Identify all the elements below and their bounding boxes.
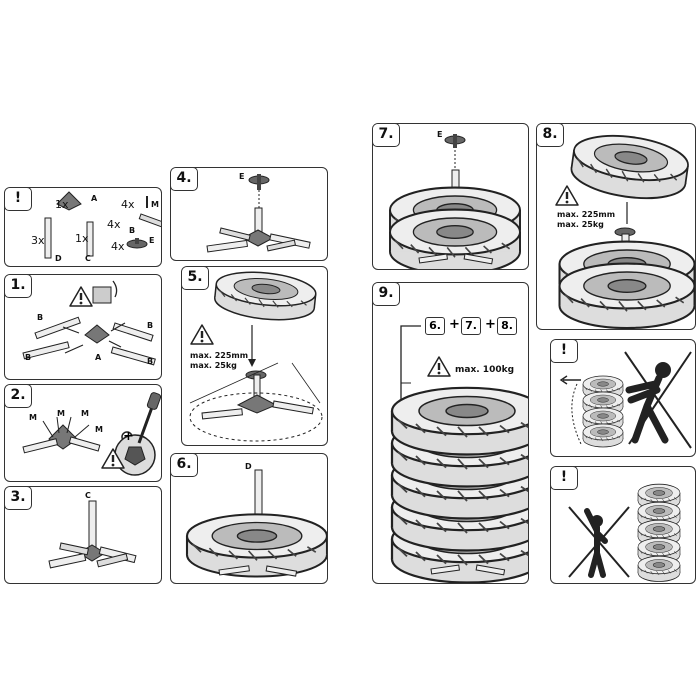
tire-icon xyxy=(388,208,522,269)
part-label: D xyxy=(55,254,62,263)
tire-icon xyxy=(212,267,319,325)
tire-icon xyxy=(558,262,695,329)
part-label: M xyxy=(151,200,159,209)
step-7-panel: 7. E xyxy=(372,123,529,270)
step-1-panel: 1. B B B A B xyxy=(4,274,162,380)
part-label-b: B xyxy=(147,357,154,366)
cross-out-icon xyxy=(624,351,692,449)
step-1-illustration xyxy=(22,280,156,366)
step-9-illustration xyxy=(390,325,528,583)
part-qty: 4x xyxy=(107,218,121,231)
tire-icon xyxy=(185,513,327,578)
part-qty: 1x xyxy=(55,198,69,211)
step-4-panel: 4. E xyxy=(170,167,328,261)
cross-out-icon xyxy=(568,506,630,578)
warning-children-illustration xyxy=(568,483,681,582)
step-8-illustration xyxy=(555,128,695,329)
sequence-step-8: 8. xyxy=(497,317,517,335)
part-qty: 4x xyxy=(111,240,125,253)
max-load-text: max. 225mm max. 25kg xyxy=(557,210,616,229)
step-2-panel: 2. M M M M + xyxy=(4,384,162,482)
step-badge: 9. xyxy=(373,283,400,306)
part-qty: 1x xyxy=(75,232,89,245)
part-label-c: C xyxy=(85,491,91,500)
max-load-text: max. 100kg xyxy=(455,365,515,375)
step-badge: 4. xyxy=(171,168,198,191)
part-label-m: M xyxy=(95,425,103,434)
person-pushing-icon xyxy=(625,362,671,444)
part-qty: 3x xyxy=(31,234,45,247)
step-4-illustration xyxy=(206,174,311,253)
child-icon xyxy=(584,508,608,578)
warning-tipping-panel: ! xyxy=(550,339,696,457)
part-label-m: M xyxy=(81,409,89,418)
step-badge: ! xyxy=(551,467,578,490)
step-badge: 1. xyxy=(5,275,32,298)
sequence-step-7: 7. xyxy=(461,317,481,335)
step-7-illustration xyxy=(388,134,522,269)
part-label: C xyxy=(85,254,91,263)
plus-sign: + xyxy=(123,429,134,444)
step-9-panel: 9. 6. + 7. + 8. max. 100kg xyxy=(372,282,529,584)
warning-triangle-icon xyxy=(427,356,451,377)
part-label: E xyxy=(149,236,155,245)
warning-triangle-icon xyxy=(69,286,93,307)
part-label-e: E xyxy=(437,130,443,139)
warning-triangle-icon xyxy=(555,185,579,206)
part-label-b: B xyxy=(25,353,32,362)
step-3-panel: 3. C xyxy=(4,486,162,584)
part-label-d: D xyxy=(245,462,252,471)
tire-icon xyxy=(567,128,692,206)
step-badge: 6. xyxy=(171,454,198,477)
step-badge: 2. xyxy=(5,385,32,408)
warning-children-panel: ! xyxy=(550,466,696,584)
step-badge: 5. xyxy=(182,267,209,290)
parts-illustration xyxy=(44,191,161,259)
part-label-b: B xyxy=(37,313,44,322)
part-label-e: E xyxy=(239,172,245,181)
step-badge: ! xyxy=(551,340,578,363)
parts-panel: ! 1x A 4x M 4x B 3x D 1x C 4x E xyxy=(4,187,162,267)
tire-icon xyxy=(390,386,528,456)
plus-sign: + xyxy=(485,317,496,332)
step-8-panel: 8. max. 225mm max. 25kg xyxy=(536,123,696,330)
step-badge: 3. xyxy=(5,487,32,510)
step-6-illustration xyxy=(185,469,327,578)
part-label-b: B xyxy=(147,321,154,330)
step-badge: 8. xyxy=(537,124,564,147)
step-5-panel: 5. max. 225mm max. 25kg xyxy=(181,266,328,446)
part-label: B xyxy=(129,226,136,235)
part-qty: 4x xyxy=(121,198,135,211)
step-badge: ! xyxy=(5,188,32,211)
plus-sign: + xyxy=(449,317,460,332)
step-5-illustration xyxy=(189,267,323,442)
step-3-illustration xyxy=(48,500,137,569)
part-label-m: M xyxy=(29,413,37,422)
step-2-illustration xyxy=(22,392,161,476)
step-badge: 7. xyxy=(373,124,400,147)
part-label: A xyxy=(91,194,98,203)
part-label-m: M xyxy=(57,409,65,418)
sequence-step-6: 6. xyxy=(425,317,445,335)
warning-tipping-illustration xyxy=(559,351,692,449)
part-label-a: A xyxy=(95,353,102,362)
step-6-panel: 6. D xyxy=(170,453,328,584)
warning-triangle-icon xyxy=(190,324,214,345)
max-load-text: max. 225mm max. 25kg xyxy=(190,351,249,370)
